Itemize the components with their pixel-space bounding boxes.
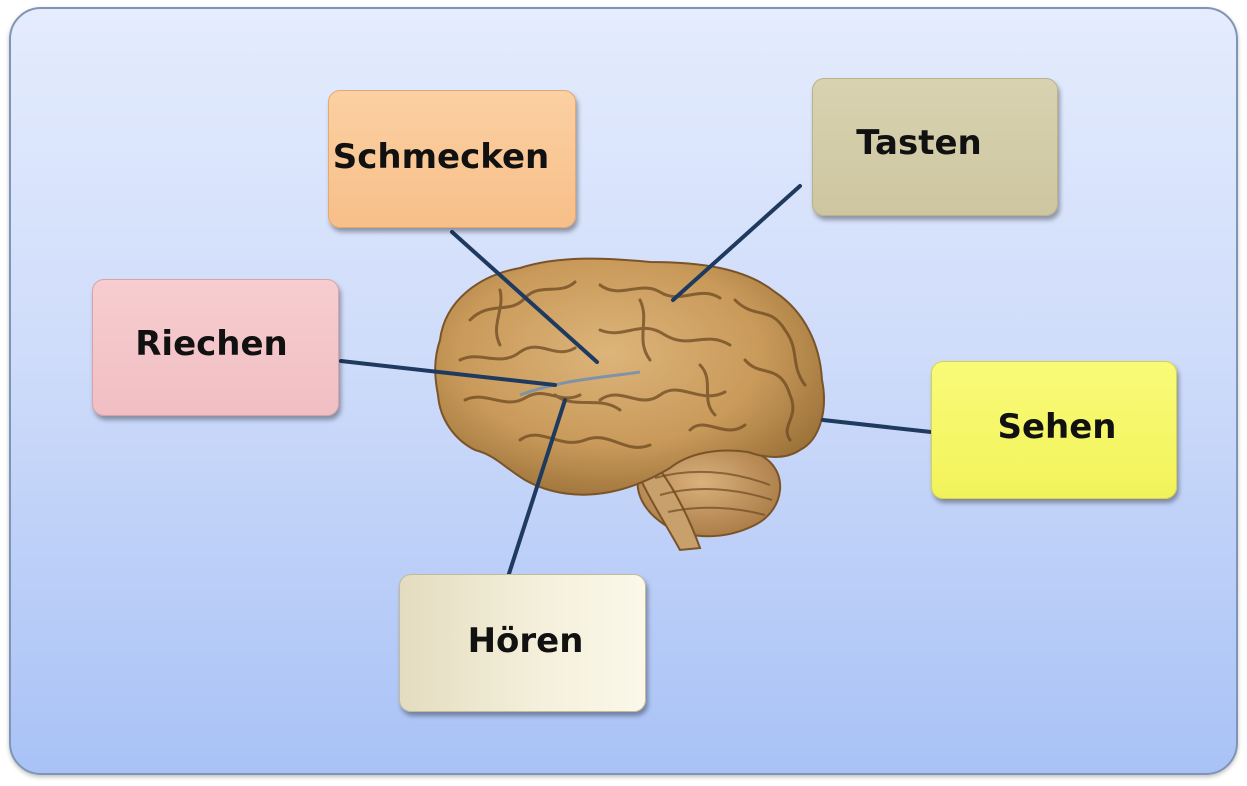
label-riechen: Riechen	[135, 323, 288, 364]
connector-lines	[339, 184, 933, 585]
brain-folds	[458, 280, 807, 449]
connector-sehen	[821, 418, 933, 434]
label-sehen: Sehen	[997, 407, 1117, 447]
connector-tasten	[671, 184, 802, 302]
label-tasten: Tasten	[856, 123, 982, 163]
label-schmecken: Schmecken	[332, 137, 550, 177]
label-box-tasten: Tasten	[812, 78, 1058, 216]
label-box-riechen: Riechen	[92, 279, 339, 416]
label-hoeren: Hören	[467, 621, 584, 661]
label-box-sehen: Sehen	[931, 361, 1177, 499]
brain-illustration	[434, 257, 825, 552]
connector-hoeren	[504, 398, 567, 585]
cerebellum-folds	[654, 470, 773, 516]
label-box-hoeren: Hören	[399, 574, 646, 712]
lateral-fissure	[519, 370, 641, 397]
label-box-schmecken: Schmecken	[328, 90, 576, 228]
brainstem-shape	[638, 468, 702, 552]
connector-riechen	[339, 359, 557, 387]
connector-schmecken	[450, 230, 599, 364]
